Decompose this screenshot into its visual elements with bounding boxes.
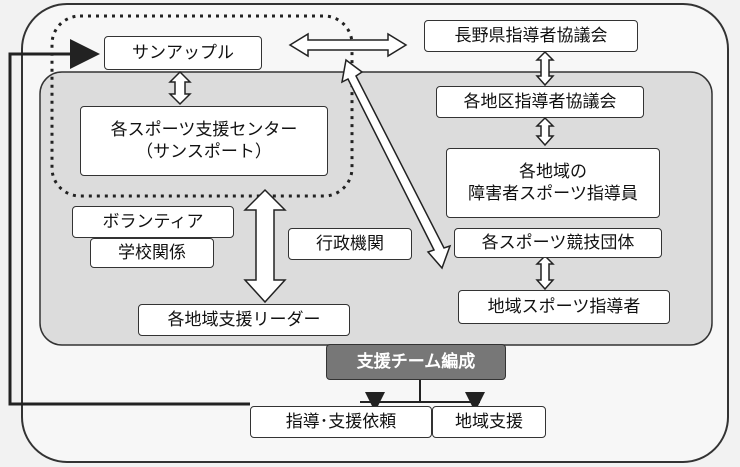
regional-instructors-box: 各地域の 障害者スポーツ指導員 — [446, 148, 660, 218]
school-box: 学校関係 — [90, 238, 214, 268]
regional-leader-box: 各地域支援リーダー — [138, 304, 350, 336]
gyosei-box: 行政機関 — [288, 228, 412, 260]
double-arrow-center-leader — [243, 188, 287, 304]
regional-sports-leader-box: 地域スポーツ指導者 — [458, 290, 670, 324]
pref-council-box: 長野県指導者協議会 — [424, 20, 638, 52]
double-arrow-diagonal — [340, 58, 452, 270]
competition-groups-box: 各スポーツ競技団体 — [454, 228, 662, 258]
sports-center-box: 各スポーツ支援センター （サンスポート） — [80, 106, 328, 176]
dotted-region — [50, 14, 354, 198]
sun-apple-box: サンアップル — [104, 36, 262, 70]
regional-support-box: 地域支援 — [432, 406, 546, 438]
guidance-request-box: 指導･支援依頼 — [250, 406, 432, 438]
double-arrow-sunapple-center — [168, 70, 192, 106]
support-team-box: 支援チーム編成 — [326, 344, 506, 380]
double-arrows-right-column — [535, 50, 555, 291]
double-arrow-horizontal — [288, 32, 408, 58]
volunteer-box: ボランティア — [72, 206, 234, 238]
feedback-loop-line — [8, 39, 250, 406]
district-council-box: 各地区指導者協議会 — [436, 86, 644, 118]
